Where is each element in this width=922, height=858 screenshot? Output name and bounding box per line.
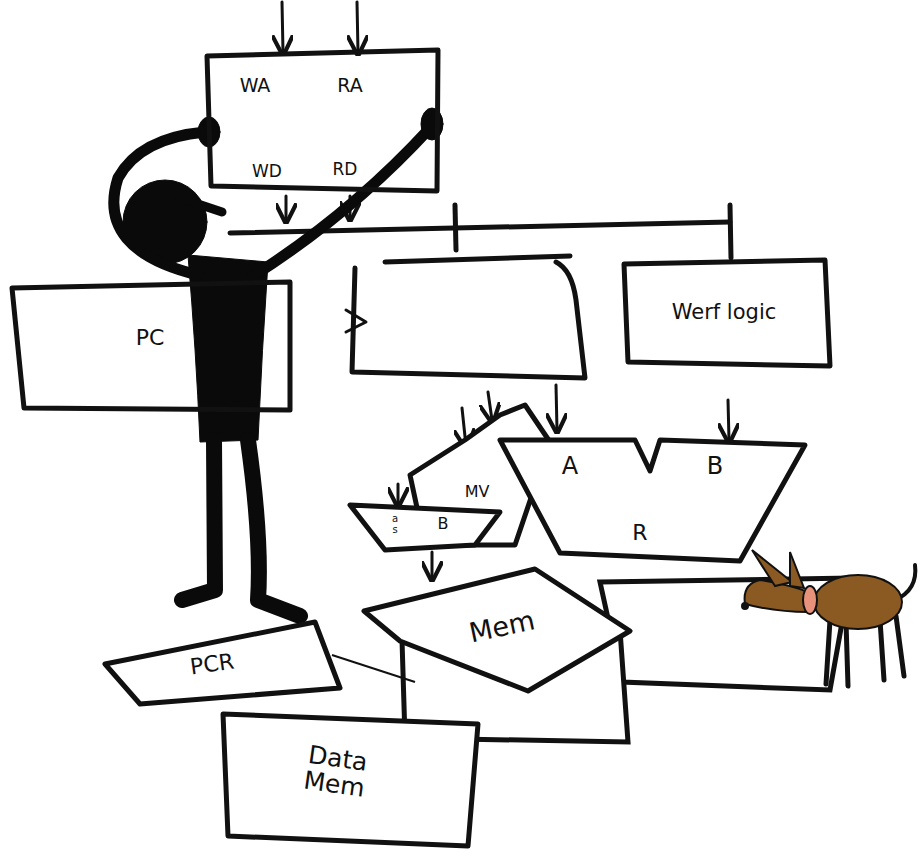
figure-arm (114, 132, 205, 275)
bus-wire (385, 256, 570, 262)
figure-leg (182, 440, 215, 600)
dog (742, 550, 915, 686)
node-label: B (438, 516, 449, 533)
outline-path (500, 440, 805, 561)
output-arrow (285, 196, 288, 220)
output-arrow (431, 552, 434, 578)
node-label: WA (240, 76, 271, 96)
paper-sheet: Mem (360, 565, 635, 695)
figure-leg (248, 440, 300, 616)
clock-symbol (346, 310, 366, 332)
outline-path (105, 622, 340, 704)
input-arrow (282, 2, 283, 52)
node-label: RD (333, 161, 358, 179)
paper-sheet: Data Mem (218, 700, 483, 850)
dog-collar (803, 586, 817, 614)
register-box (352, 262, 585, 378)
outline-path (207, 50, 438, 191)
node-label: R (632, 521, 647, 544)
outline (345, 500, 505, 555)
dog-body (814, 575, 902, 629)
outline-path (223, 714, 478, 846)
outline (495, 435, 810, 565)
outline-path (350, 505, 500, 550)
node-label: a s (391, 514, 400, 535)
sketch-line (332, 655, 415, 682)
dog-nose (742, 603, 748, 609)
bus-wire (230, 222, 730, 233)
node-label: Werf logic (669, 301, 779, 323)
node-label: PCR (189, 650, 236, 679)
node-label: PC (136, 326, 165, 349)
node-label: RA (337, 76, 362, 96)
input-arrow (728, 400, 729, 440)
input-arrow (488, 392, 492, 420)
input-arrow (357, 2, 358, 52)
node-label: A (562, 454, 578, 479)
cap-brim (180, 198, 222, 212)
dog-leg (846, 622, 848, 686)
figure-arm (250, 128, 430, 278)
alu-shape: A B R (495, 435, 810, 565)
paper-sheet: PCR (100, 618, 345, 708)
node-label: WD (252, 163, 282, 181)
node-label: MV (465, 484, 490, 501)
dog-ear (752, 550, 792, 586)
node-label: B (707, 454, 723, 479)
dog-leg (826, 620, 830, 684)
mux-shape: a sB (345, 500, 505, 555)
register-file: WA RA WD RD (205, 48, 440, 193)
dog-leg (896, 616, 904, 676)
paper-sheet (600, 578, 850, 690)
outline-path (12, 282, 290, 410)
dog-ear (790, 552, 804, 588)
bus-wire (455, 205, 456, 250)
outline (205, 48, 440, 193)
process-box: PC (10, 278, 292, 412)
outline-path (364, 569, 630, 691)
process-box: Werf logic (620, 258, 832, 370)
input-arrow (397, 484, 400, 504)
outline-path (624, 260, 830, 366)
dog-leg (880, 620, 884, 680)
input-arrow (556, 385, 557, 430)
bus-wire (730, 205, 731, 258)
